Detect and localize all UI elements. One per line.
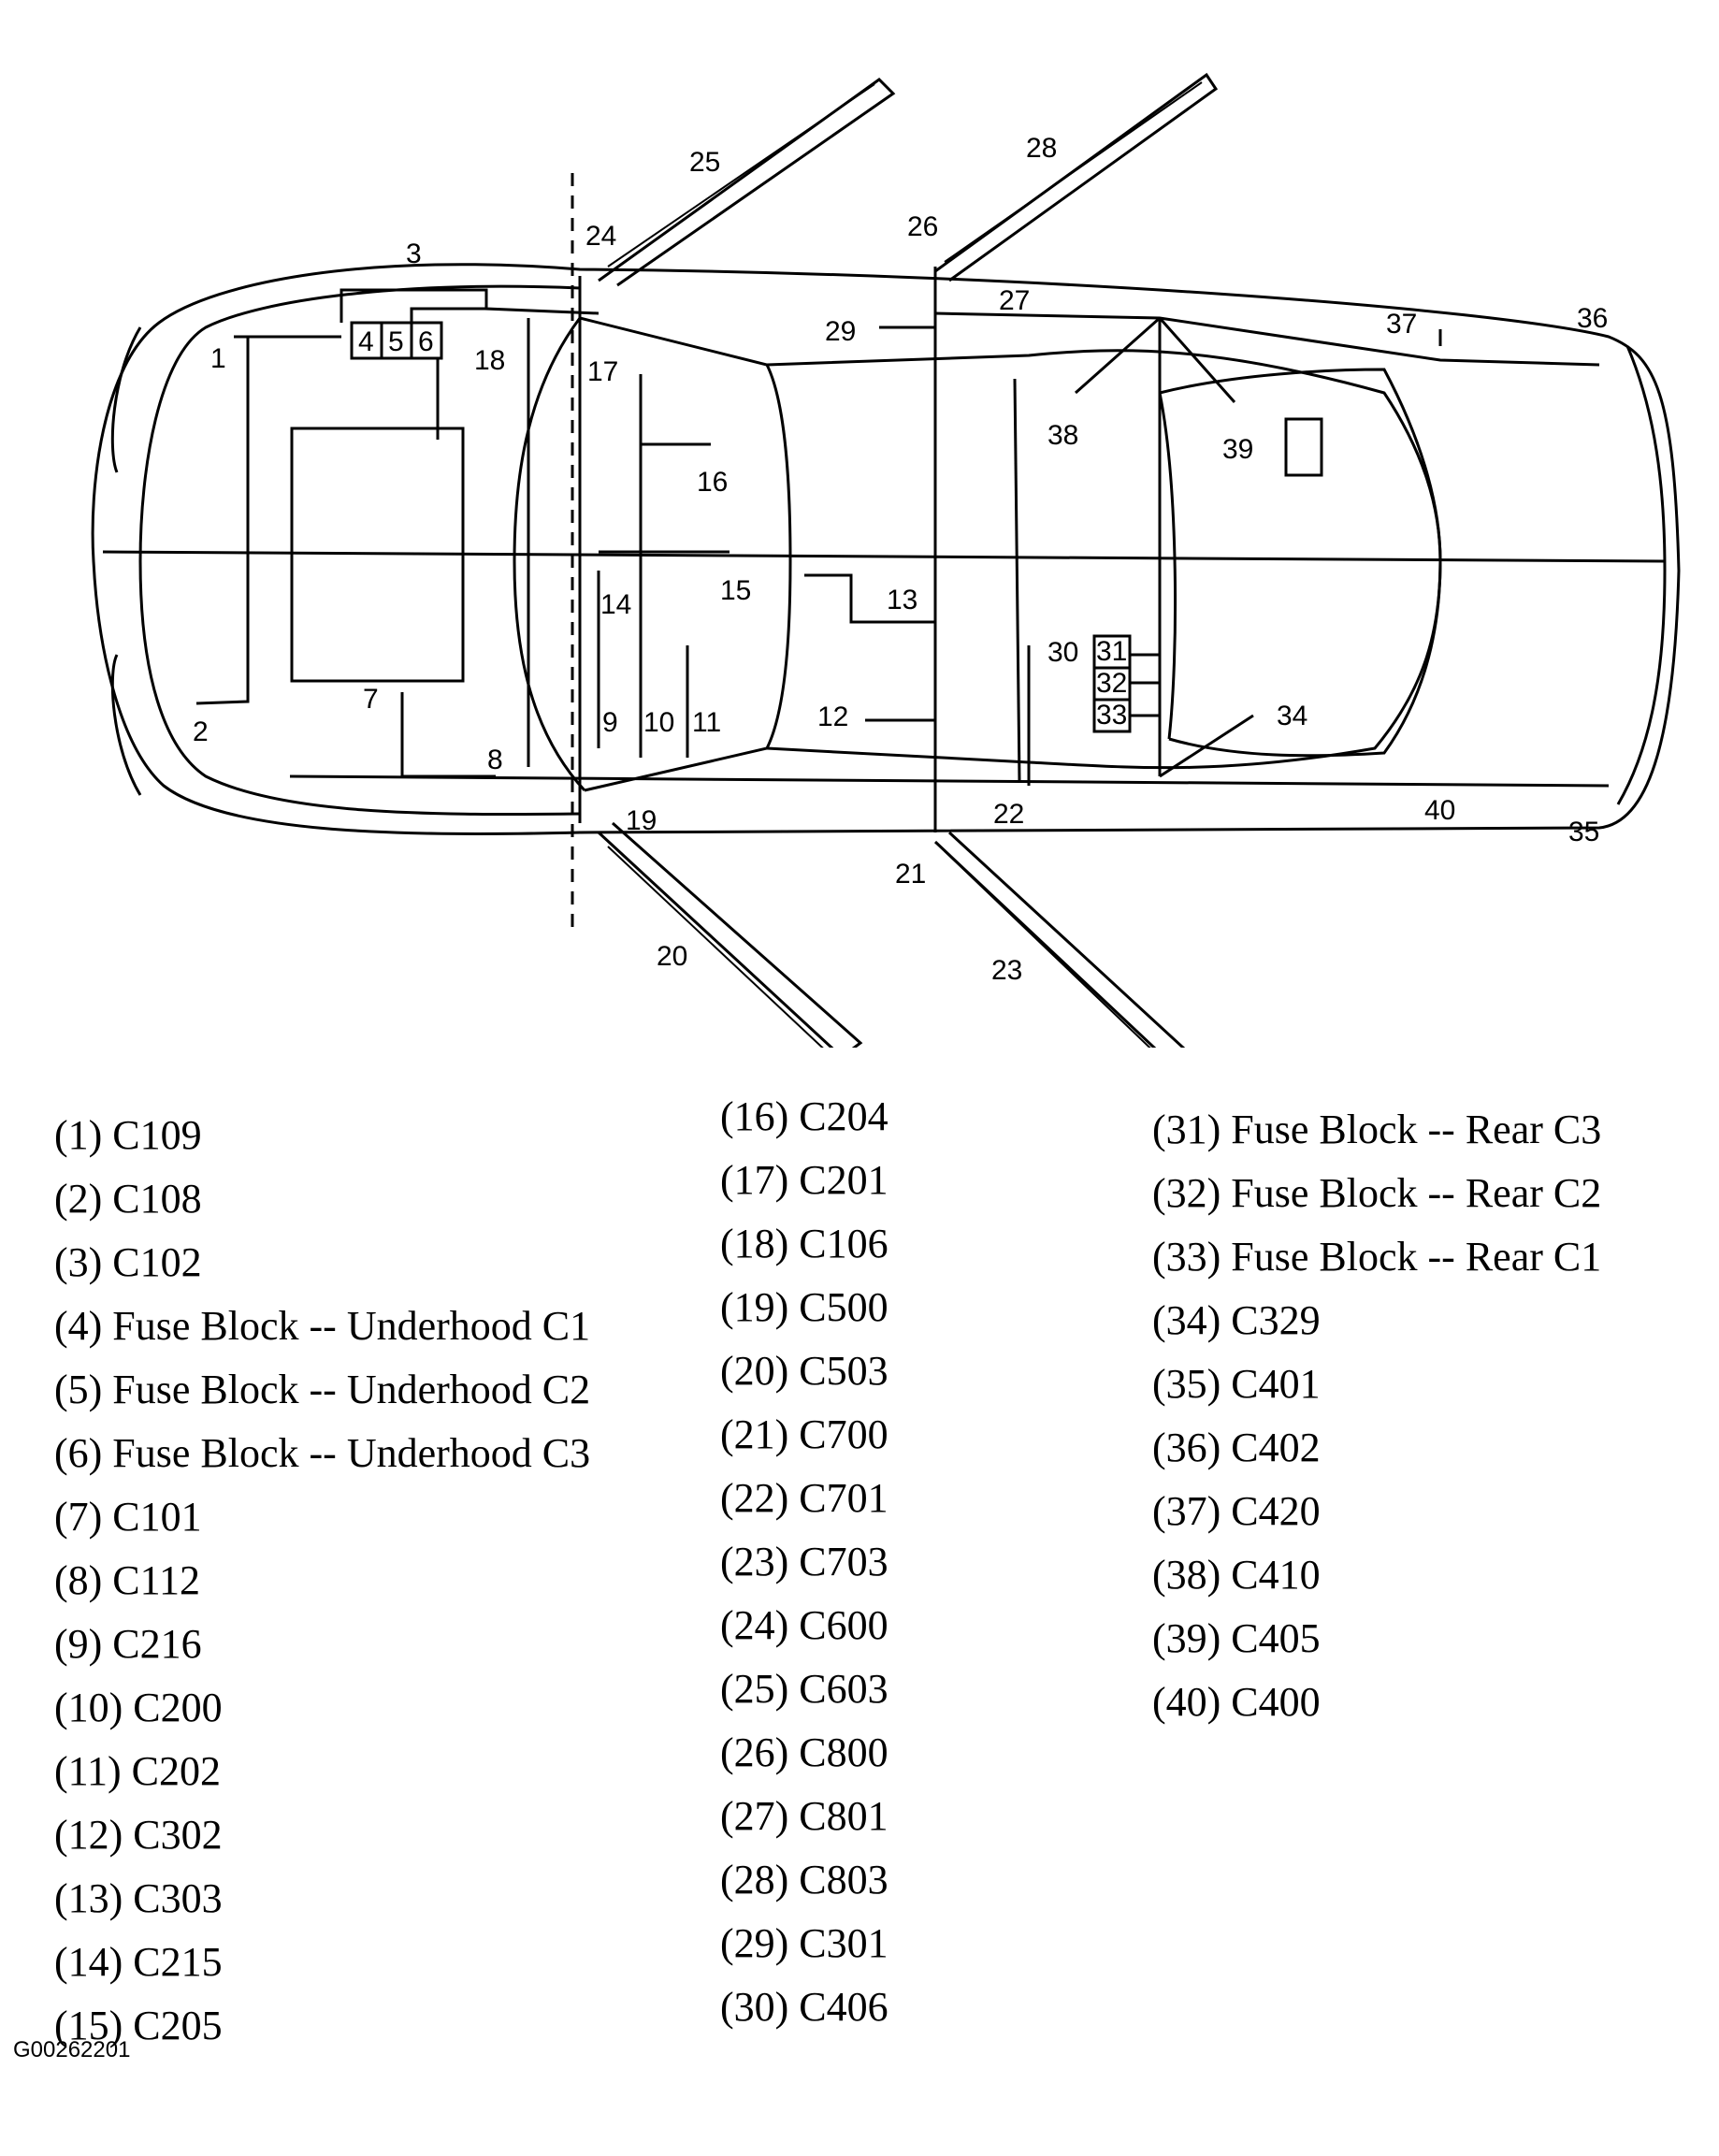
engine-block bbox=[290, 427, 465, 683]
callout-3: 3 bbox=[406, 239, 422, 269]
legend-item: (25) C603 bbox=[720, 1666, 888, 1712]
callout-36: 36 bbox=[1577, 303, 1608, 334]
legend-item: (30) C406 bbox=[720, 1984, 888, 2030]
callout-25: 25 bbox=[689, 147, 720, 178]
callout-15: 15 bbox=[720, 575, 751, 606]
battery bbox=[1284, 417, 1323, 477]
callout-17: 17 bbox=[587, 356, 618, 387]
legend-item: (23) C703 bbox=[720, 1539, 888, 1584]
legend-item: (17) C201 bbox=[720, 1157, 888, 1203]
legend-item: (26) C800 bbox=[720, 1729, 888, 1775]
door-rear-left bbox=[934, 72, 1219, 282]
callout-26: 26 bbox=[907, 211, 938, 242]
callout-10: 10 bbox=[643, 707, 674, 738]
callout-29: 29 bbox=[825, 316, 856, 347]
callout-13: 13 bbox=[887, 585, 917, 615]
legend-item: (20) C503 bbox=[720, 1348, 888, 1394]
legend-item: (12) C302 bbox=[54, 1812, 223, 1858]
callout-21: 21 bbox=[895, 859, 926, 890]
callout-33: 33 bbox=[1096, 700, 1127, 731]
callout-37: 37 bbox=[1386, 309, 1417, 340]
callout-2: 2 bbox=[193, 716, 209, 747]
door-front-left bbox=[598, 78, 896, 287]
callout-34: 34 bbox=[1277, 701, 1307, 731]
callout-9: 9 bbox=[602, 707, 618, 738]
legend-item: (14) C215 bbox=[54, 1939, 223, 1985]
callout-20: 20 bbox=[657, 941, 687, 972]
callout-5: 5 bbox=[388, 326, 404, 357]
legend-item: (11) C202 bbox=[54, 1748, 222, 1794]
figure-id: G00262201 bbox=[13, 2037, 131, 2062]
rear-window bbox=[1159, 368, 1442, 758]
legend-item: (2) C108 bbox=[54, 1176, 202, 1222]
legend-item: (7) C101 bbox=[54, 1494, 202, 1540]
legend-item: (28) C803 bbox=[720, 1857, 888, 1903]
legend-column-2: (16) C204 (17) C201 (18) C106 (19) C500 … bbox=[720, 1085, 888, 2039]
callout-31: 31 bbox=[1096, 636, 1127, 667]
legend-item: (39) C405 bbox=[1152, 1615, 1321, 1661]
callout-19: 19 bbox=[626, 805, 657, 836]
legend-item: (38) C410 bbox=[1152, 1552, 1321, 1598]
legend-item: (22) C701 bbox=[720, 1475, 888, 1521]
callout-23: 23 bbox=[991, 955, 1022, 986]
legend-item: (6) Fuse Block -- Underhood C3 bbox=[54, 1430, 591, 1476]
legend-item: (10) C200 bbox=[54, 1685, 223, 1730]
legend-item: (34) C329 bbox=[1152, 1297, 1321, 1343]
callout-39: 39 bbox=[1222, 434, 1253, 465]
callout-22: 22 bbox=[993, 799, 1024, 830]
legend-item: (33) Fuse Block -- Rear C1 bbox=[1152, 1234, 1602, 1280]
legend-item: (24) C600 bbox=[720, 1602, 888, 1648]
legend-item: (16) C204 bbox=[720, 1093, 888, 1139]
legend-item: (1) C109 bbox=[54, 1112, 202, 1158]
callout-18: 18 bbox=[474, 345, 505, 376]
callout-38: 38 bbox=[1047, 420, 1078, 451]
windshield bbox=[513, 317, 586, 792]
legend-item: (32) Fuse Block -- Rear C2 bbox=[1152, 1170, 1602, 1216]
legend-item: (29) C301 bbox=[720, 1920, 888, 1966]
legend-item: (19) C500 bbox=[720, 1284, 888, 1330]
legend-item: (13) C303 bbox=[54, 1875, 223, 1921]
callout-12: 12 bbox=[817, 702, 848, 732]
callout-8: 8 bbox=[487, 745, 503, 775]
legend-item: (18) C106 bbox=[720, 1221, 888, 1266]
callout-7: 7 bbox=[363, 684, 379, 715]
callout-40: 40 bbox=[1424, 795, 1455, 826]
door-front-right bbox=[597, 821, 863, 1048]
legend-item: (35) C401 bbox=[1152, 1361, 1321, 1407]
fuse-block-underhood-6 bbox=[410, 321, 443, 360]
legend-item: (40) C400 bbox=[1152, 1679, 1321, 1725]
legend-column-1: (1) C109 (2) C108 (3) C102 (4) Fuse Bloc… bbox=[54, 1104, 590, 2058]
callout-27: 27 bbox=[999, 285, 1030, 316]
callout-14: 14 bbox=[600, 589, 631, 620]
vehicle-body-outline bbox=[91, 263, 1681, 836]
legend-item: (15) C205 bbox=[54, 2003, 223, 2048]
callout-35: 35 bbox=[1568, 817, 1599, 847]
legend-item: (31) Fuse Block -- Rear C3 bbox=[1152, 1107, 1602, 1152]
legend-item: (8) C112 bbox=[54, 1557, 201, 1603]
callout-4: 4 bbox=[358, 326, 374, 357]
callout-24: 24 bbox=[585, 221, 616, 252]
legend-item: (36) C402 bbox=[1152, 1425, 1321, 1470]
legend-item: (5) Fuse Block -- Underhood C2 bbox=[54, 1367, 591, 1412]
legend-item: (21) C700 bbox=[720, 1411, 888, 1457]
door-rear-right bbox=[933, 831, 1186, 1048]
callout-6: 6 bbox=[418, 326, 434, 357]
legend-item: (37) C420 bbox=[1152, 1488, 1321, 1534]
callout-30: 30 bbox=[1047, 637, 1078, 668]
vehicle-connector-diagram: 1 2 3 4 5 6 7 8 9 10 11 12 13 14 15 16 1… bbox=[91, 72, 1681, 1048]
legend-item: (4) Fuse Block -- Underhood C1 bbox=[54, 1303, 591, 1349]
legend-item: (27) C801 bbox=[720, 1793, 888, 1839]
callout-28: 28 bbox=[1026, 133, 1057, 164]
legend-item: (3) C102 bbox=[54, 1239, 202, 1285]
callout-11: 11 bbox=[692, 707, 721, 738]
callout-32: 32 bbox=[1096, 668, 1127, 699]
legend-column-3: (31) Fuse Block -- Rear C3 (32) Fuse Blo… bbox=[1152, 1098, 1601, 1734]
legend-item: (9) C216 bbox=[54, 1621, 202, 1667]
callout-16: 16 bbox=[697, 467, 728, 498]
callout-1: 1 bbox=[210, 343, 226, 374]
